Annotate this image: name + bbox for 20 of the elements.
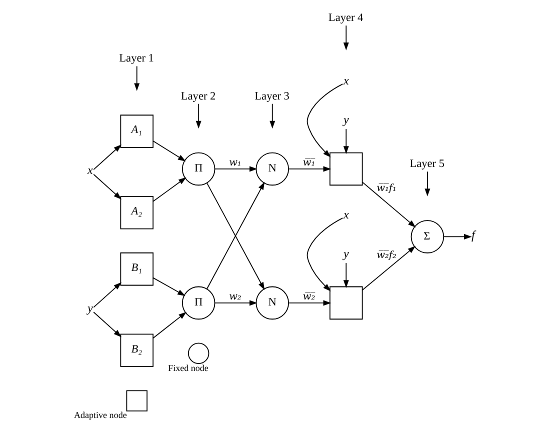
- node-text: x: [344, 207, 349, 222]
- node-text: x: [344, 73, 349, 88]
- node-text: Layer 2: [180, 90, 216, 102]
- node-text: y: [344, 246, 349, 261]
- node-text: Layer 3: [254, 90, 290, 102]
- legend-label: Adaptive node: [74, 410, 127, 420]
- node-text: Layer 4: [328, 12, 364, 24]
- edge-label: w̅₁̅f₁: [376, 183, 396, 194]
- node-text: x: [88, 163, 93, 178]
- node-text: Layer 5: [410, 158, 445, 170]
- node-text: y: [88, 300, 93, 315]
- edge-label: w̅₁̅: [302, 157, 316, 168]
- edge-label: w̅₂̅: [302, 291, 316, 302]
- edge-label: w₂: [229, 291, 242, 302]
- legend-label: Fixed node: [168, 362, 208, 373]
- node-text: y: [344, 112, 349, 127]
- edge-label: w̅₂̅f₂: [376, 250, 396, 262]
- node-text: f: [471, 228, 475, 242]
- node-text: Layer 1: [119, 52, 154, 65]
- edge-label: w₁: [229, 157, 242, 168]
